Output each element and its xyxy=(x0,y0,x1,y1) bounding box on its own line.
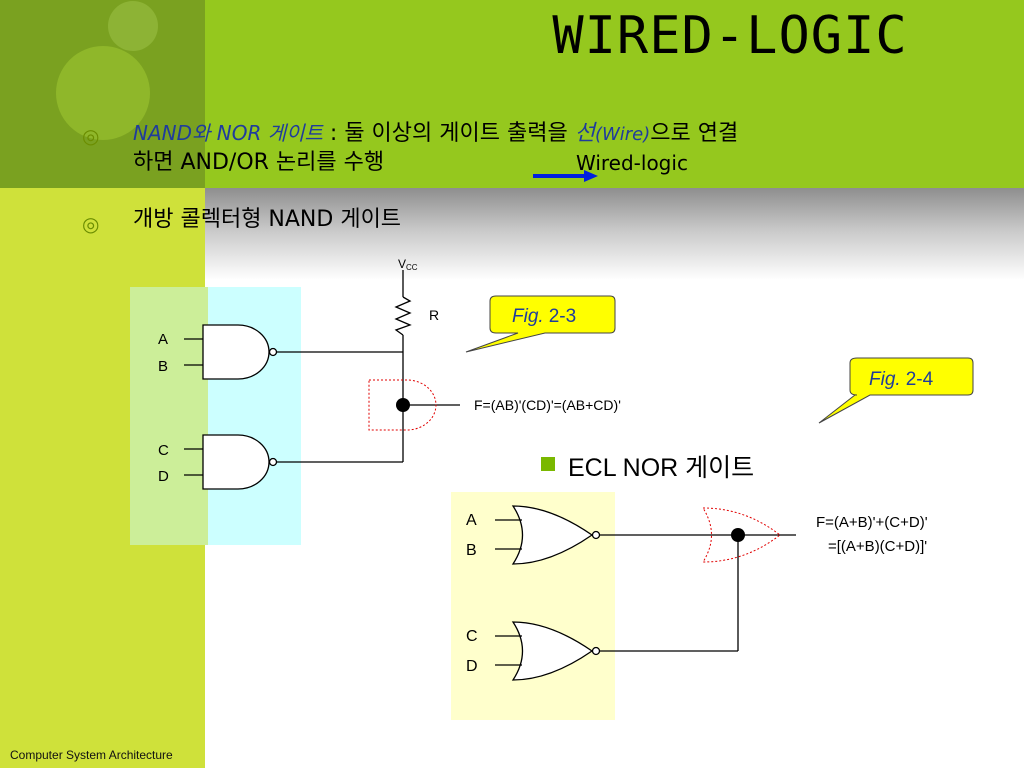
bullet-2-icon: ◎ xyxy=(82,212,100,236)
bullet-1-wire-en: (Wire) xyxy=(594,124,651,145)
nand-junction-dot xyxy=(396,398,410,412)
dashed-and-gate xyxy=(368,379,437,431)
nor-input-b: B xyxy=(466,542,477,559)
fig-2-3-callout xyxy=(465,295,616,353)
nor-gate-ab xyxy=(495,505,601,565)
nor-input-d: D xyxy=(466,658,478,675)
nand-gate-ab xyxy=(184,324,278,380)
nor-junction-dot xyxy=(731,528,745,542)
footer-text: Computer System Architecture xyxy=(10,748,173,762)
nor-gate-cd xyxy=(495,621,601,681)
dashed-or-gate xyxy=(702,507,781,563)
bullet-1-line-2: 하면 AND/OR 논리를 수행 xyxy=(133,150,385,175)
nand-gate-cd xyxy=(184,434,278,490)
nand-input-b: B xyxy=(158,358,168,375)
slide-title: WIRED-LOGIC xyxy=(552,6,908,66)
nand-output-equation: F=(AB)'(CD)'=(AB+CD)' xyxy=(474,397,621,413)
nor-output-line-2: =[(A+B)(C+D)]' xyxy=(828,538,927,555)
nand-input-c: C xyxy=(158,442,169,459)
decor-circle-large xyxy=(56,46,150,140)
fig-2-4-label: Fig.2-4 xyxy=(869,369,934,390)
ecl-bullet-icon xyxy=(541,457,555,471)
nor-wiring xyxy=(600,534,796,652)
nand-wiring xyxy=(277,270,460,463)
resistor-label: R xyxy=(429,307,439,323)
bullet-1-text-b: 으로 연결 xyxy=(650,121,739,146)
nand-input-a: A xyxy=(158,331,168,348)
nand-input-d: D xyxy=(158,468,169,485)
vcc-label: VCC xyxy=(398,257,418,272)
bullet-1-line-1: NAND와 NOR 게이트 : 둘 이상의 게이트 출력을 선(Wire)으로 … xyxy=(133,118,738,150)
ecl-nor-heading: ECL NOR 게이트 xyxy=(568,454,755,482)
decor-circle-small xyxy=(108,1,158,51)
bullet-1-icon: ◎ xyxy=(82,124,100,148)
nor-output-line-1: F=(A+B)'+(C+D)' xyxy=(816,514,928,531)
bullet-2-text: 개방 콜렉터형 NAND 게이트 xyxy=(133,207,402,232)
nor-input-a: A xyxy=(466,512,477,529)
fig-2-4-callout xyxy=(818,357,974,424)
wired-logic-label: Wired-logic xyxy=(576,151,688,175)
top-green-band xyxy=(205,0,1024,188)
bullet-1-term: NAND와 NOR 게이트 xyxy=(133,121,323,145)
bullet-1-text-a: : 둘 이상의 게이트 출력을 xyxy=(322,121,575,146)
bullet-1-wire-kr: 선 xyxy=(574,121,595,146)
wired-logic-arrow xyxy=(533,170,598,182)
grey-fade-band xyxy=(205,188,1024,280)
nand-panel-left xyxy=(130,287,208,545)
nor-input-c: C xyxy=(466,628,478,645)
fig-2-3-label: Fig.2-3 xyxy=(512,306,576,327)
